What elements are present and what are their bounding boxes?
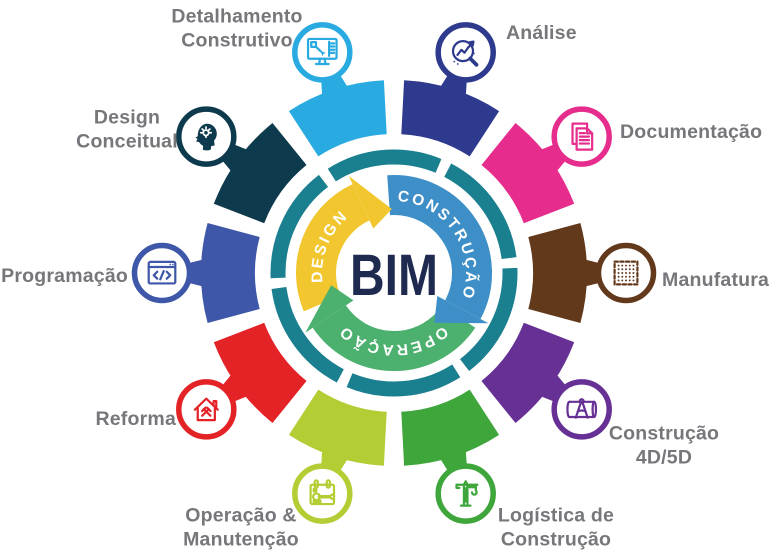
ring-segment-detalhamento-construtivo bbox=[288, 80, 387, 157]
ring-segment-reforma bbox=[213, 322, 307, 423]
ring-segment-manufatura bbox=[528, 223, 587, 323]
arrow-arc-operacao bbox=[312, 304, 476, 371]
ring-segment-construcao-4d5d bbox=[481, 322, 575, 423]
ring-segment-operacao-manutencao bbox=[288, 389, 387, 466]
label-programacao: Programação bbox=[1, 264, 128, 287]
label-operacao-manutencao: Operação & Manutenção bbox=[183, 504, 299, 551]
label-design-conceitual: Design Conceitual bbox=[76, 106, 178, 153]
label-documentacao: Documentação bbox=[620, 120, 763, 143]
label-detalhamento-construtivo: Detalhamento Construtivo bbox=[171, 5, 303, 52]
label-construcao-4d5d: Construção 4D/5D bbox=[608, 422, 720, 469]
arrow-head-construcao bbox=[434, 296, 489, 324]
perforated-panel-icon bbox=[615, 262, 638, 285]
bim-title: BIM bbox=[350, 243, 438, 308]
label-manufatura: Manufatura bbox=[662, 268, 770, 291]
icon-circle-operacao-manutencao bbox=[292, 463, 353, 524]
ring-segment-programacao bbox=[201, 223, 260, 323]
ring-segment-logistica-construcao bbox=[401, 389, 500, 466]
icon-circle-reforma bbox=[176, 379, 237, 440]
arrow-arc-construcao bbox=[387, 175, 492, 319]
arrow-head-operacao bbox=[305, 285, 354, 333]
label-analise: Análise bbox=[506, 21, 577, 44]
arrow-arc-design bbox=[296, 184, 371, 312]
label-logistica-construcao: Logística de Construção bbox=[497, 504, 615, 551]
ring-segment-documentacao bbox=[481, 123, 575, 224]
label-reforma: Reforma bbox=[95, 407, 176, 430]
ring-segment-design-conceitual bbox=[213, 123, 307, 224]
dashed-inner-ring bbox=[270, 149, 518, 397]
ring-segment-analise bbox=[401, 80, 500, 157]
arrow-head-design bbox=[348, 176, 392, 229]
